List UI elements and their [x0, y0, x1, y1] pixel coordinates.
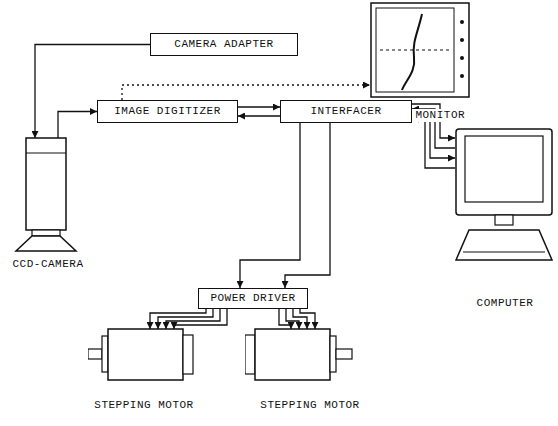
node-label: STEPPING MOTOR — [93, 399, 194, 412]
node-label: INTERFACER — [310, 105, 381, 118]
process-box: POWER DRIVER — [198, 288, 308, 309]
node-label: CCD-CAMERA — [11, 258, 84, 271]
stepping-motor: STEPPING MOTOR — [88, 328, 200, 412]
process-box: CAMERA ADAPTER — [150, 33, 298, 56]
process-box: INTERFACER — [280, 100, 412, 123]
signal-line — [412, 119, 455, 168]
process-box: IMAGE DIGITIZER — [97, 100, 238, 123]
signal-line — [58, 112, 97, 139]
node-label: STEPPING MOTOR — [259, 399, 360, 412]
signal-line — [240, 123, 300, 288]
node-label: POWER DRIVER — [210, 292, 295, 305]
video-line — [122, 85, 370, 100]
ccd-camera: CCD-CAMERA — [8, 135, 88, 271]
stepping-motor: STEPPING MOTOR — [245, 328, 375, 412]
signal-line — [238, 106, 280, 107]
signal-line — [279, 309, 291, 329]
computer: COMPUTER — [455, 128, 555, 310]
computer-drawing — [455, 128, 555, 310]
signal-line — [293, 309, 307, 329]
signal-line — [174, 309, 227, 329]
node-label: CAMERA ADAPTER — [174, 38, 273, 51]
signal-line — [286, 309, 299, 329]
node-label: COMPUTER — [476, 297, 535, 310]
signal-line — [285, 123, 330, 288]
node-label: IMAGE DIGITIZER — [114, 105, 221, 118]
signal-line — [35, 45, 150, 139]
signal-line — [238, 115, 280, 116]
ccd-camera-drawing — [8, 135, 88, 271]
